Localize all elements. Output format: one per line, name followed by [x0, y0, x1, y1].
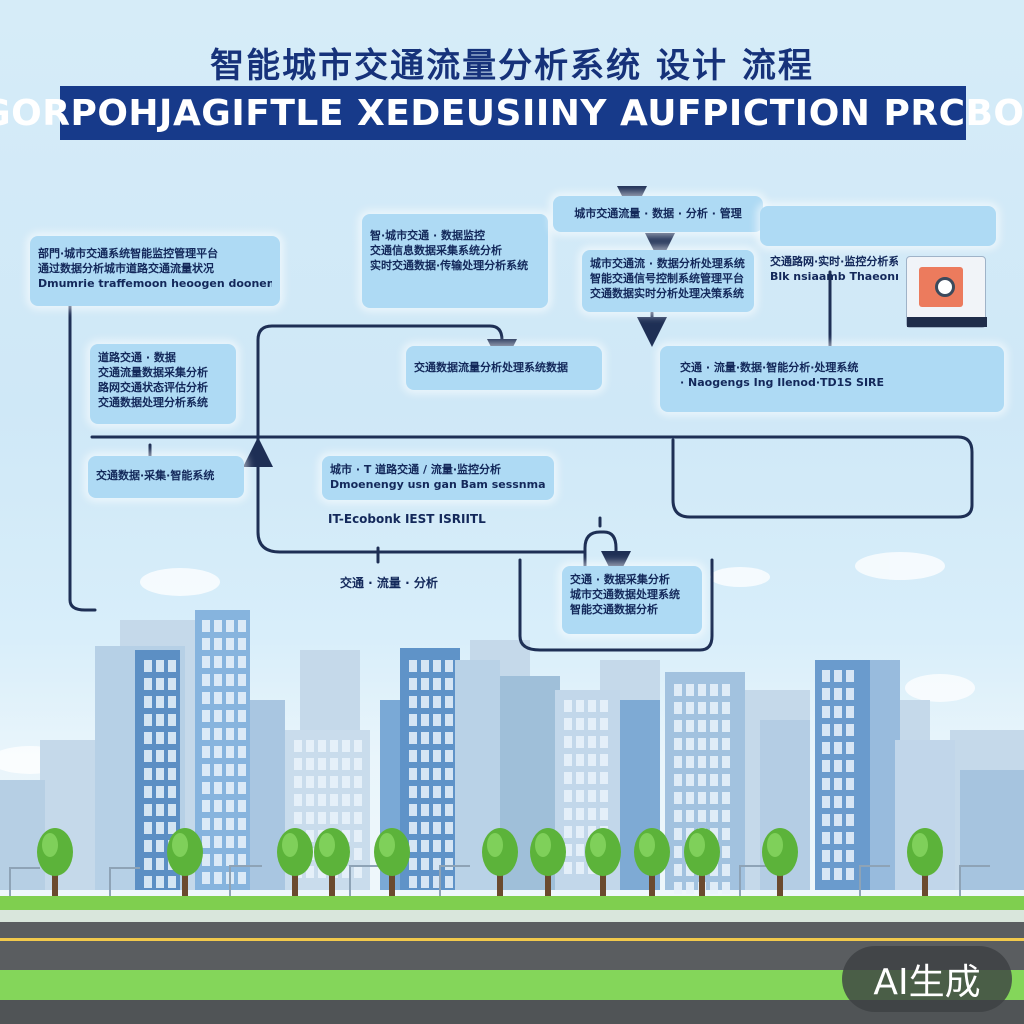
connector-hook — [583, 530, 631, 581]
ai-generated-watermark: AI生成 — [842, 946, 1012, 1012]
process-box-2: 智·城市交通 · 数据监控 交通信息数据采集系统分析 实时交通数据·传输处理分析… — [362, 214, 548, 308]
process-box-5-line-2: Blk nsiaamb Thaeonn fonuimaon sen — [770, 270, 898, 283]
process-box-6-line-3: 路网交通状态评估分析 — [98, 381, 208, 394]
process-box-3: 城市交通流量 · 数据 · 分析 · 管理 — [553, 196, 763, 232]
process-box-4-line-3: 交通数据实时分析处理决策系统 — [590, 287, 744, 300]
process-box-2-line-2: 交通信息数据采集系统分析 — [370, 244, 502, 257]
lower-caption: 交通 · 流量 · 分析 — [340, 576, 438, 590]
process-box-1-line-1: 部門·城市交通系统智能监控管理平台 — [38, 247, 219, 260]
process-box-5-line-1: 交通路网·实时·监控分析系统数据 — [770, 255, 898, 268]
process-box-2-line-3: 实时交通数据·传输处理分析系统 — [370, 259, 529, 272]
process-box-11: 交通 · 数据采集分析 城市交通数据处理系统 智能交通数据分析 — [562, 566, 702, 634]
process-box-2-line-1: 智·城市交通 · 数据监控 — [370, 229, 486, 242]
process-box-6-line-4: 交通数据处理分析系统 — [98, 396, 208, 409]
process-box-4-line-2: 智能交通信号控制系统管理平台 — [590, 272, 744, 285]
process-box-3-line-1: 城市交通流量 · 数据 · 分析 · 管理 — [574, 207, 742, 220]
process-box-4-line-1: 城市交通流 · 数据分析处理系统 — [590, 257, 745, 270]
process-box-10-line-1: 城市 · T 道路交通 / 流量·监控分析 — [330, 463, 502, 476]
process-box-6-line-1: 道路交通 · 数据 — [98, 351, 176, 364]
process-box-1-line-3: Dmumrie traffemoon heoogen doonen nantit… — [38, 277, 272, 290]
connector-upper-center — [256, 324, 517, 457]
process-box-1-line-2: 通过数据分析城市道路交通流量状况 — [38, 262, 214, 275]
process-box-8: 交通 · 流量·数据·智能分析·处理系统 · Naogengs Ing Ilen… — [660, 346, 1004, 412]
process-box-3-tail — [760, 206, 996, 246]
process-box-7-line-1: 交通数据流量分析处理系统数据 — [414, 361, 568, 374]
process-box-9-line-1: 交通数据·采集·智能系统 — [96, 469, 215, 482]
process-box-1: 部門·城市交通系统智能监控管理平台 通过数据分析城市道路交通流量状况 Dmumr… — [30, 236, 280, 306]
process-box-6: 道路交通 · 数据 交通流量数据采集分析 路网交通状态评估分析 交通数据处理分析… — [90, 344, 236, 424]
street-lamps — [9, 865, 990, 900]
process-box-4: 城市交通流 · 数据分析处理系统 智能交通信号控制系统管理平台 交通数据实时分析… — [582, 250, 754, 312]
connector-center-loop — [256, 453, 714, 652]
grass-strip-top — [0, 896, 1024, 910]
trees — [37, 828, 943, 900]
process-box-10: 城市 · T 道路交通 / 流量·监控分析 Dmoenengy usn gan … — [322, 456, 554, 500]
connector-horizontal — [90, 435, 974, 519]
process-box-10-line-2: Dmoenengy usn gan Bam sessnmar — [330, 478, 546, 491]
cjk-title: 智能城市交通流量分析系统 设计 流程 — [210, 46, 814, 86]
building-windows — [144, 620, 854, 894]
process-box-11-line-2: 城市交通数据处理系统 — [570, 588, 680, 601]
process-box-7: 交通数据流量分析处理系统数据 — [406, 346, 602, 390]
process-box-6-line-2: 交通流量数据采集分析 — [98, 366, 208, 379]
process-box-8-line-1: 交通 · 流量·数据·智能分析·处理系统 — [680, 361, 859, 374]
process-box-11-line-3: 智能交通数据分析 — [570, 603, 658, 616]
process-box-9: 交通数据·采集·智能系统 — [88, 456, 244, 498]
banner-title: CHGORPOHJAGIFTLE XEDEUSIINY AUFPICTION P… — [0, 92, 1024, 134]
process-box-5: 交通路网·实时·监控分析系统数据 Blk nsiaamb Thaeonn fon… — [770, 254, 898, 284]
title-banner: CHGORPOHJAGIFTLE XEDEUSIINY AUFPICTION P… — [0, 86, 1024, 140]
process-box-11-line-1: 交通 · 数据采集分析 — [570, 573, 670, 586]
process-box-8-line-2: · Naogengs Ing Ilenod·TD1S SIRE — [680, 376, 885, 389]
connector-left-loop — [68, 298, 97, 612]
presentation-screen-icon — [906, 256, 987, 328]
mid-caption: IT-Ecobonk IEST ISRIITL — [328, 512, 486, 526]
